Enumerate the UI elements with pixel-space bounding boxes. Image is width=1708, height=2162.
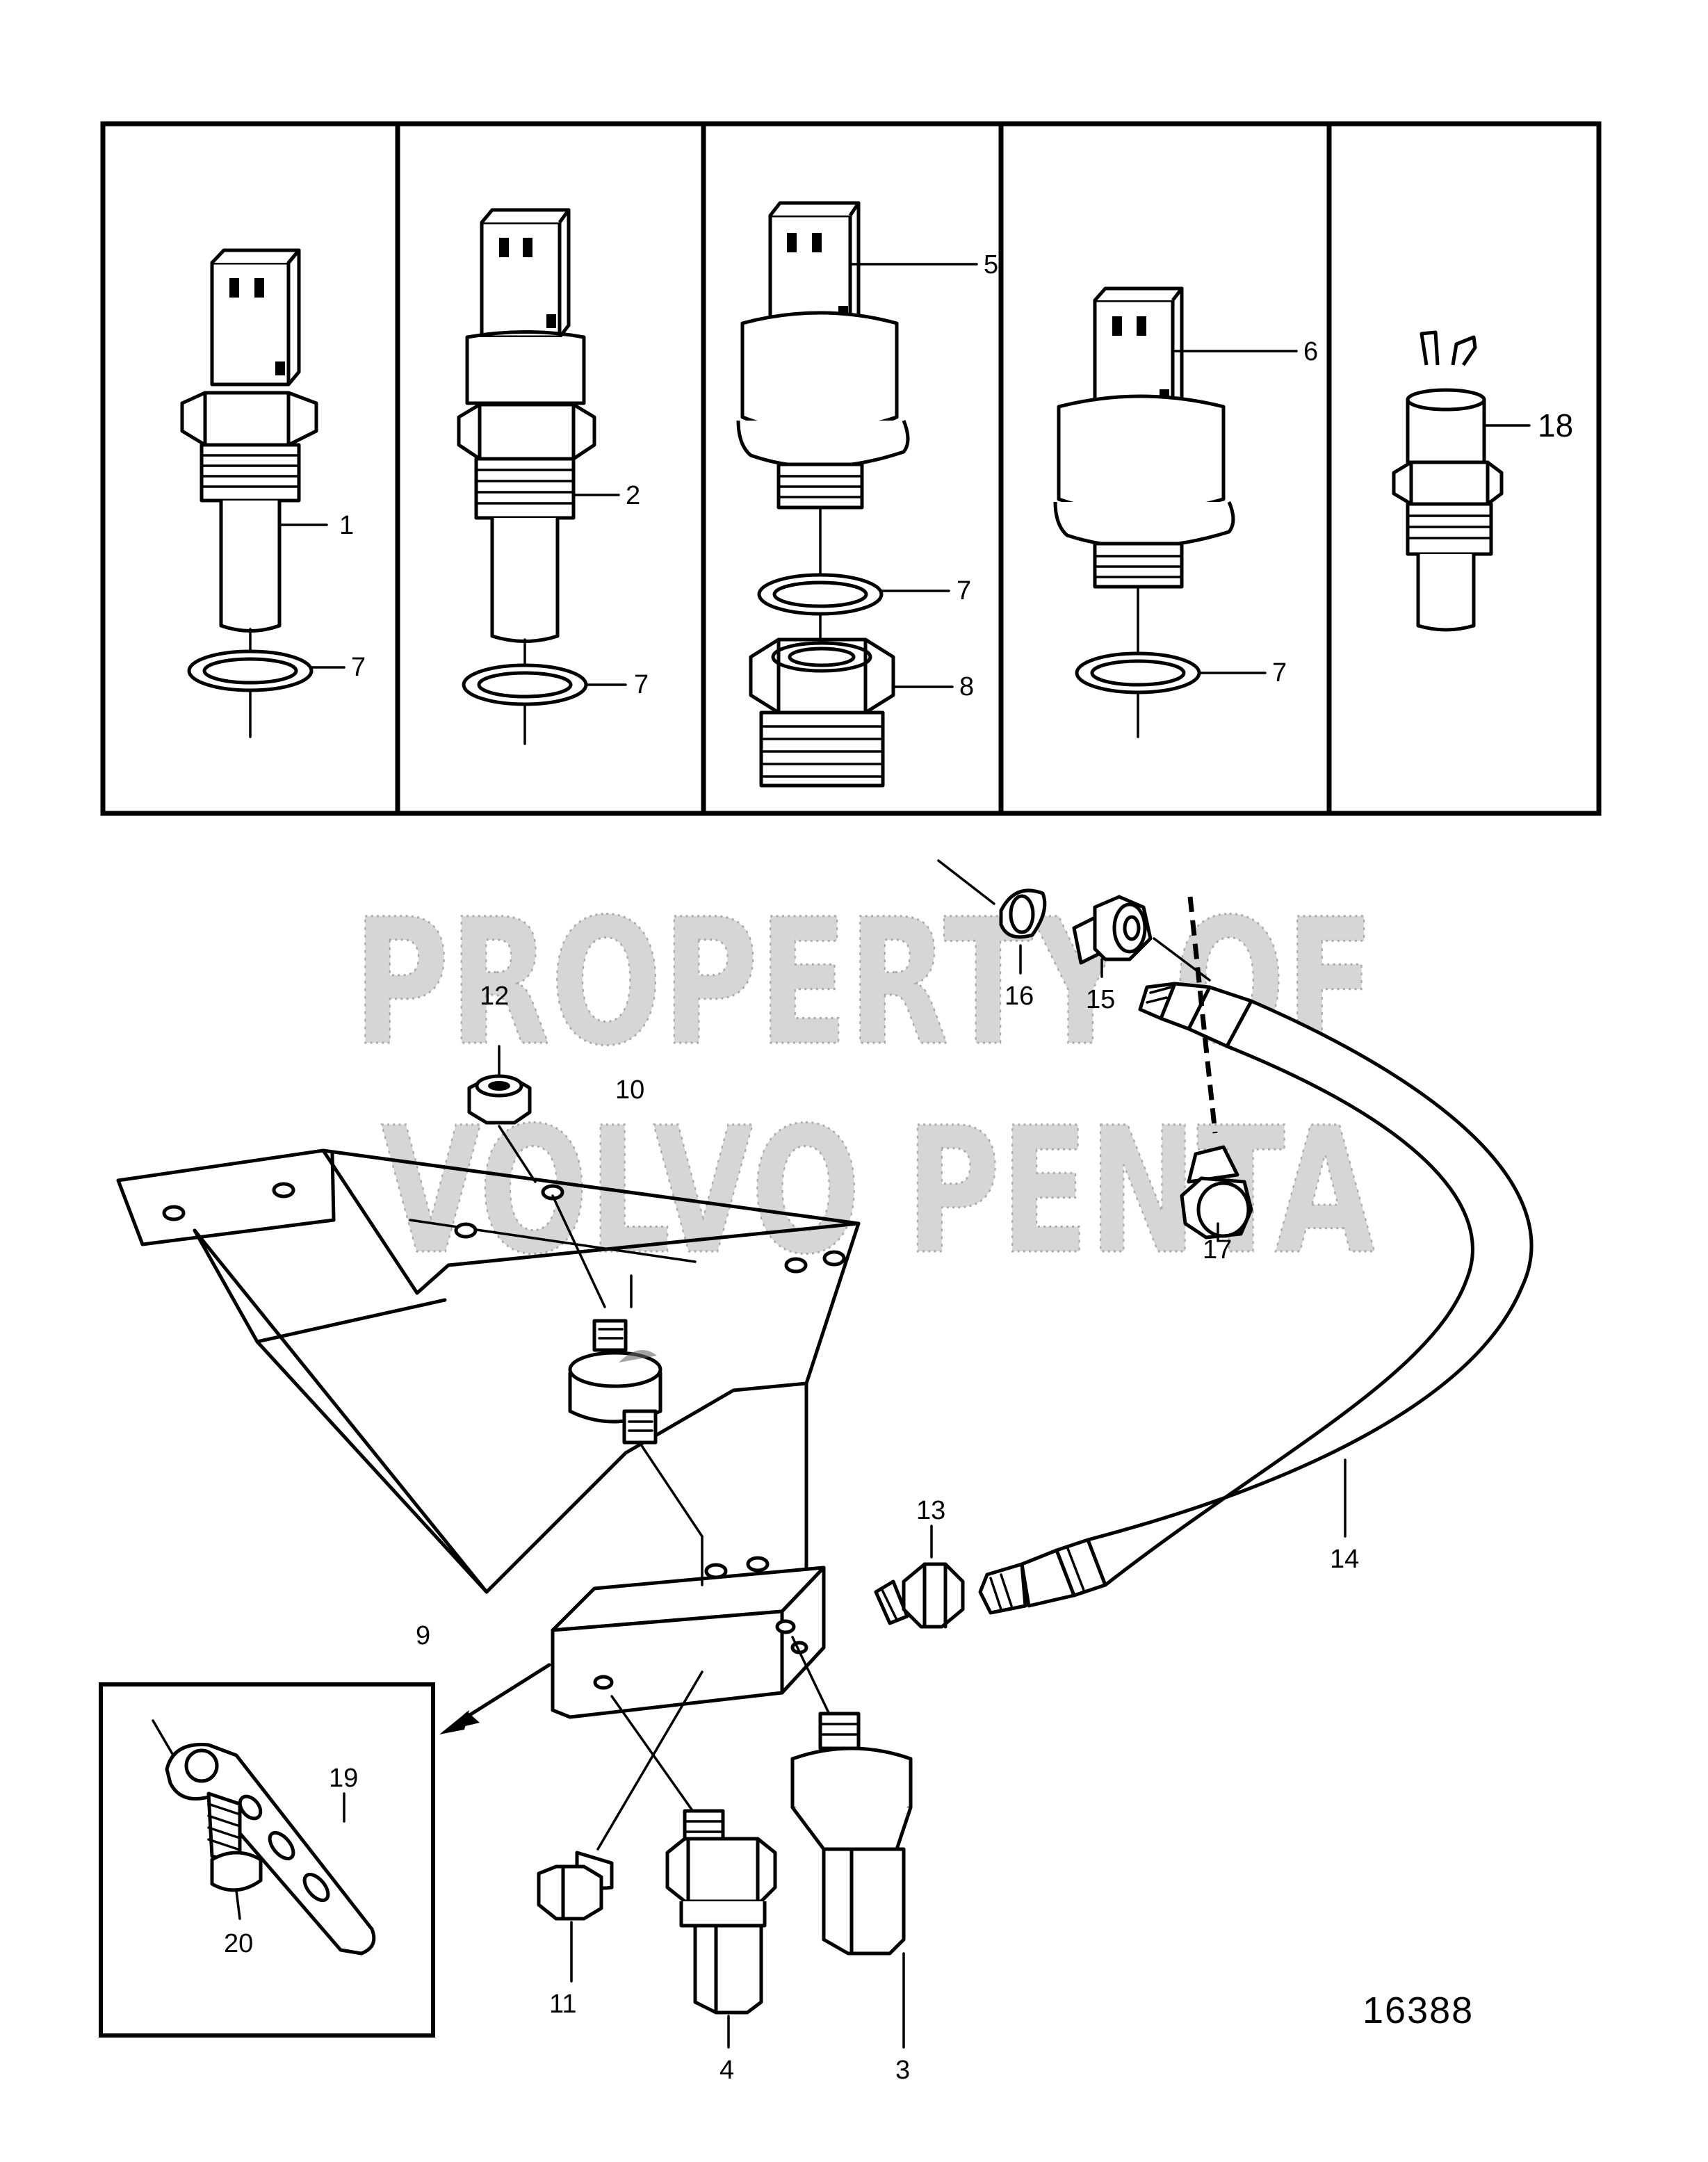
callout-7b: 7 bbox=[634, 670, 649, 699]
sensor-panel-frame bbox=[100, 121, 1602, 816]
temperature-sensor-1 bbox=[180, 248, 345, 738]
callout-9: 9 bbox=[416, 1621, 430, 1650]
callout-20: 20 bbox=[224, 1929, 253, 1958]
callout-10: 10 bbox=[615, 1075, 644, 1105]
callout-2: 2 bbox=[626, 481, 640, 510]
callout-13: 13 bbox=[916, 1496, 945, 1525]
callout-12: 12 bbox=[480, 982, 509, 1011]
pressure-sensor-3 bbox=[790, 1636, 913, 2049]
callout-17: 17 bbox=[1203, 1235, 1232, 1265]
callout-19: 19 bbox=[329, 1764, 358, 1793]
callout-15: 15 bbox=[1086, 985, 1115, 1014]
detail-arrow bbox=[439, 1663, 551, 1734]
alternative-indicator-line bbox=[1187, 896, 1218, 1134]
callout-8: 8 bbox=[959, 672, 974, 701]
callout-labels: 1 7 2 7 5 7 8 6 7 18 16 15 12 10 17 13 1… bbox=[224, 250, 1573, 2085]
callout-5: 5 bbox=[984, 250, 998, 279]
pressure-sensor-5 bbox=[736, 201, 978, 644]
callout-1: 1 bbox=[339, 511, 354, 540]
oil-hose-14 bbox=[978, 982, 1534, 1615]
callout-7c: 7 bbox=[957, 576, 971, 605]
mounting-bracket bbox=[116, 1148, 861, 1636]
temperature-switch-18 bbox=[1392, 330, 1531, 632]
junction-block-9 bbox=[551, 1535, 826, 1719]
callout-6: 6 bbox=[1303, 337, 1318, 366]
callout-11: 11 bbox=[549, 1990, 576, 2019]
union-adapter-13 bbox=[874, 1525, 965, 1629]
lock-nut-12 bbox=[467, 1045, 537, 1183]
blanking-plug-17 bbox=[1180, 1145, 1253, 1242]
callout-7d: 7 bbox=[1272, 658, 1287, 688]
pressure-sensor-6 bbox=[1053, 286, 1298, 738]
temperature-sensor-2 bbox=[457, 208, 627, 745]
sealing-washer-16 bbox=[937, 859, 1047, 975]
oil-pressure-sensor-4 bbox=[610, 1695, 777, 2049]
rubber-damper-10 bbox=[551, 1194, 703, 1538]
callout-3: 3 bbox=[895, 2056, 910, 2085]
reducing-adapter-8 bbox=[749, 637, 954, 788]
drawing-number: 16388 bbox=[1363, 1990, 1474, 2031]
callout-18: 18 bbox=[1538, 407, 1573, 444]
plug-11 bbox=[537, 1671, 703, 1983]
callout-4: 4 bbox=[719, 2056, 734, 2085]
callout-7a: 7 bbox=[351, 653, 366, 682]
detail-inset bbox=[99, 1682, 435, 2038]
callout-14: 14 bbox=[1330, 1545, 1359, 1574]
callout-16: 16 bbox=[1005, 982, 1034, 1011]
